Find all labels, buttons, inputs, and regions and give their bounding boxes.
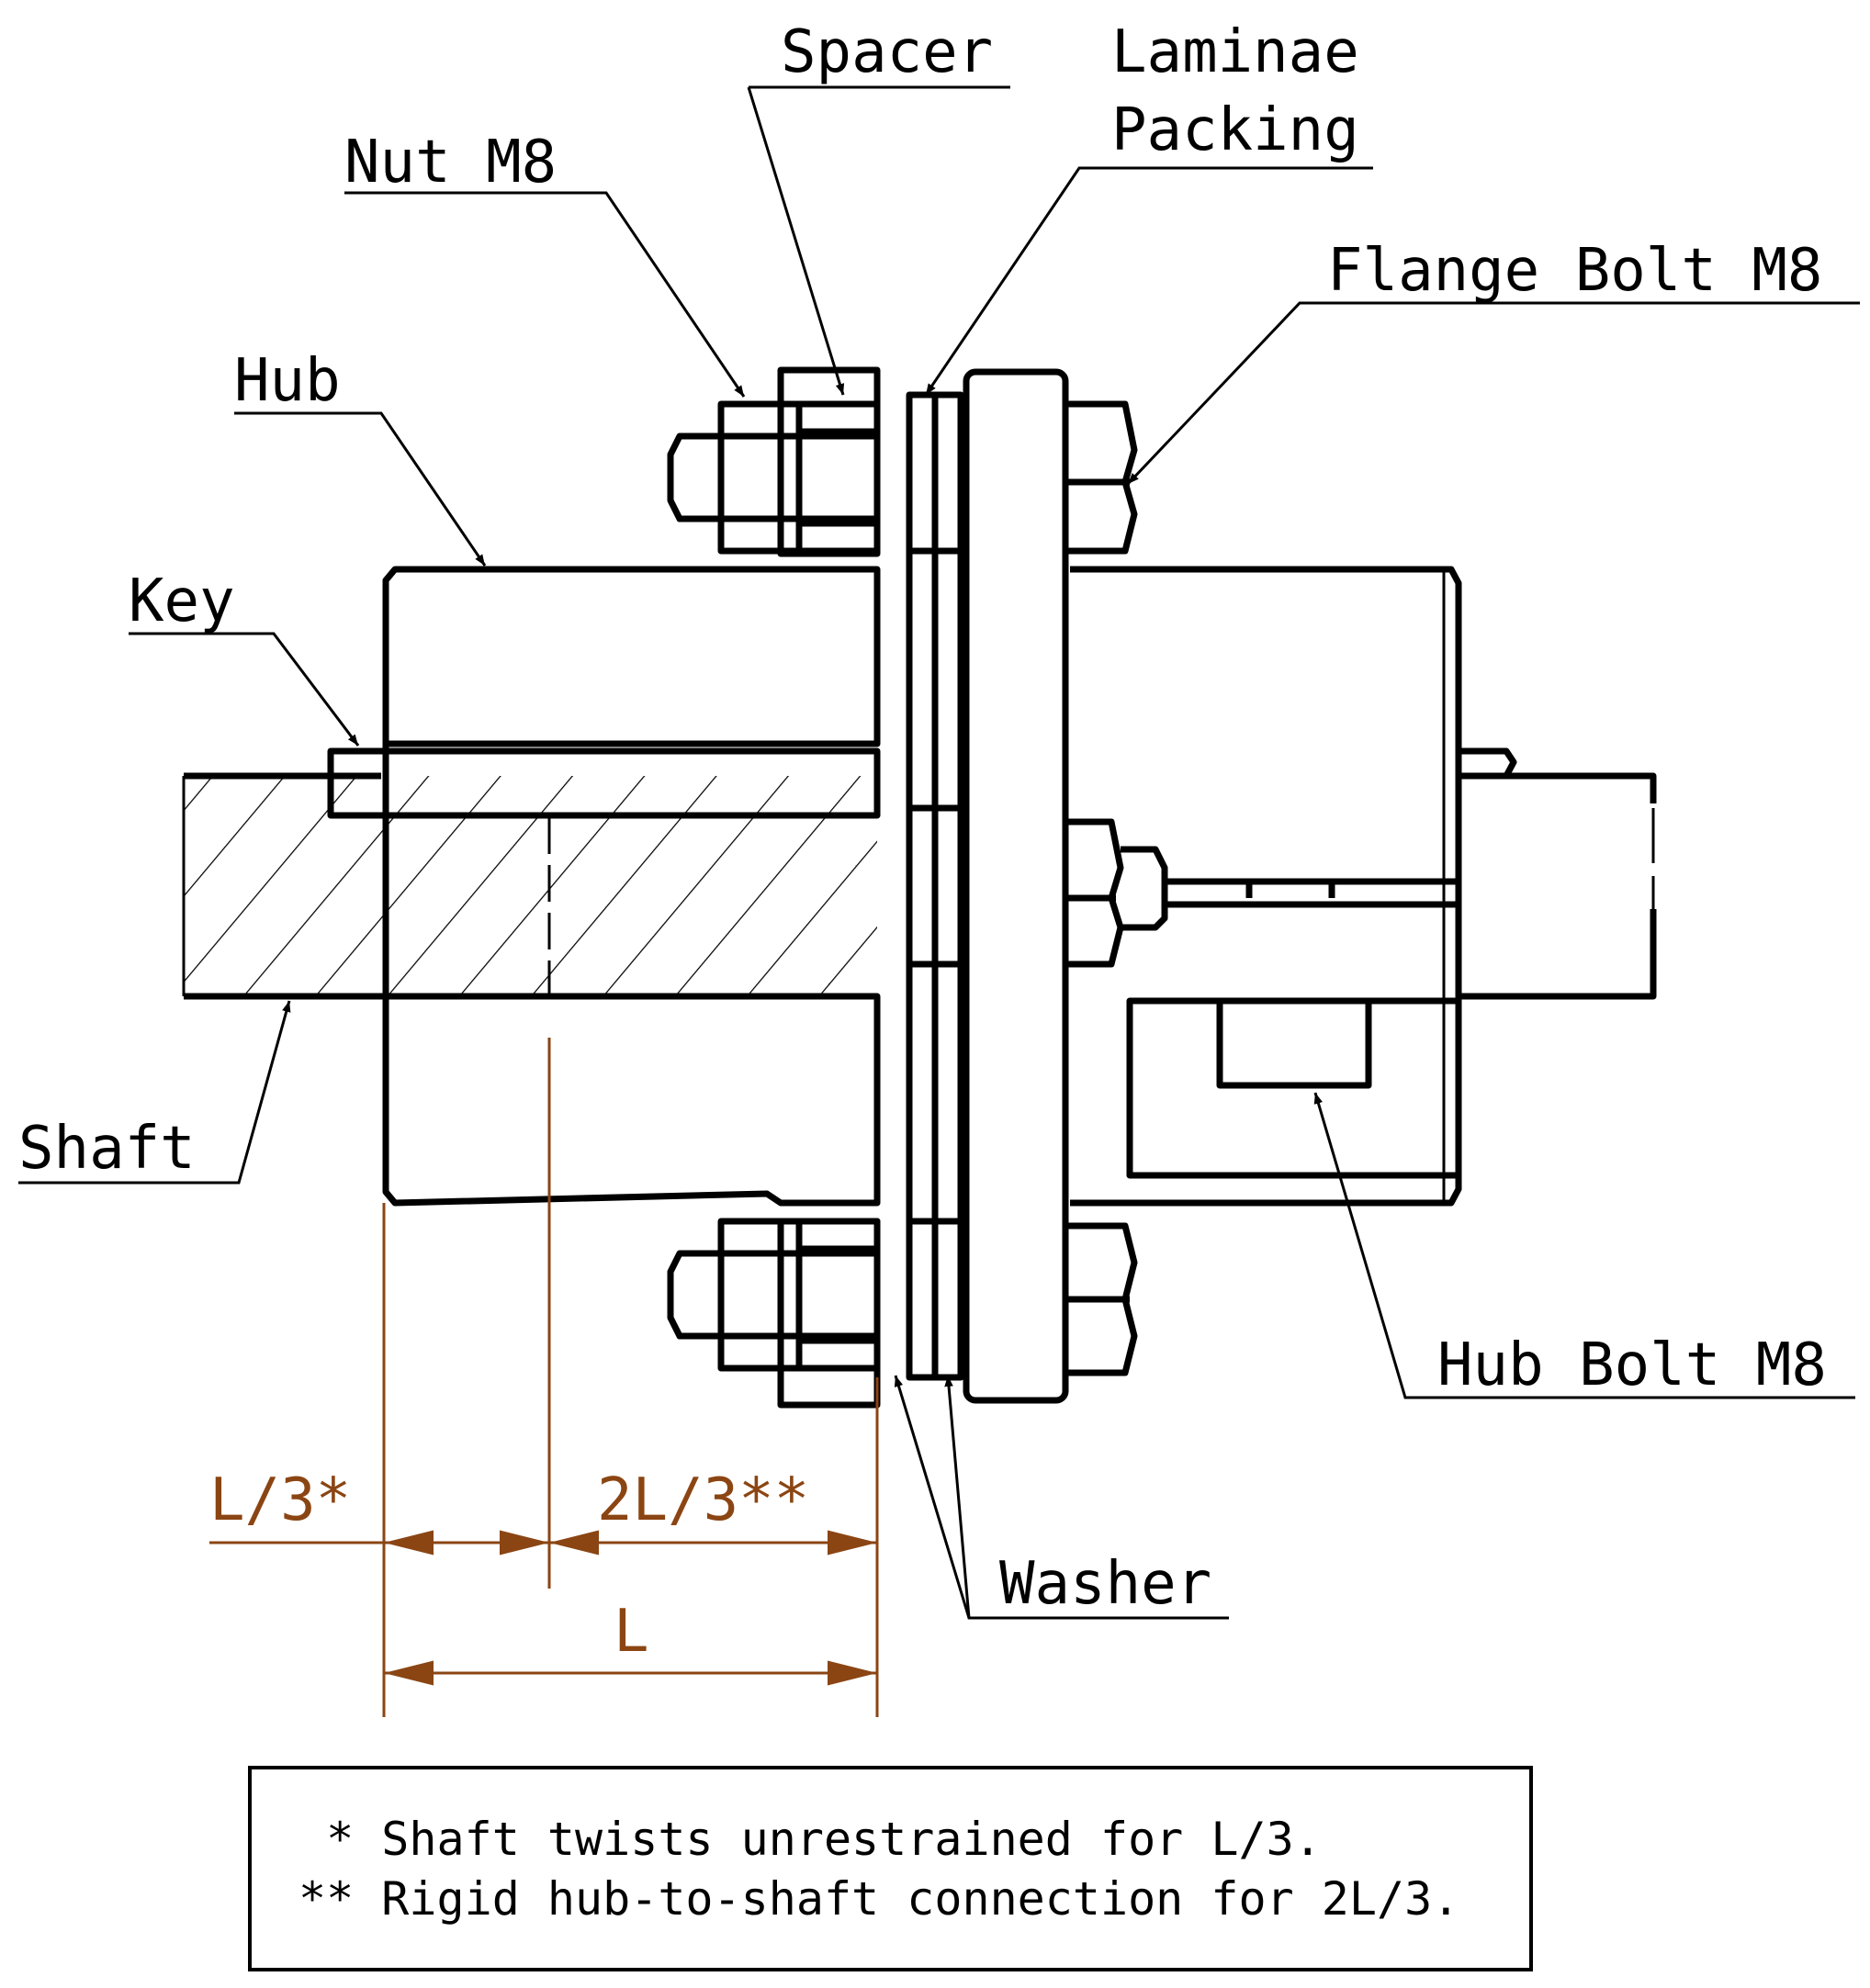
note-line-2: ** Rigid hub-to-shaft connection for 2L/… <box>299 1872 1459 1926</box>
notes-box: * Shaft twists unrestrained for L/3. ** … <box>248 1766 1533 1971</box>
label-washer: Washer <box>999 1550 1211 1618</box>
label-hub-bolt: Hub Bolt M8 <box>1437 1331 1827 1399</box>
label-nut: Nut M8 <box>344 129 557 197</box>
nut-m8-bottom <box>667 1218 881 1409</box>
dimension-l-third: L/3* <box>209 1466 351 1534</box>
label-laminae-line2: Packing <box>1111 96 1359 164</box>
dimension-lines <box>209 1038 879 1717</box>
shaft-left <box>182 772 877 1000</box>
nut-m8-top <box>667 366 881 557</box>
key <box>327 747 881 819</box>
label-laminae-line1: Laminae <box>1111 18 1359 86</box>
label-shaft: Shaft <box>18 1115 196 1183</box>
hub-right <box>1070 566 1657 1207</box>
washer-laminae-stack <box>906 391 964 1381</box>
dimension-length: L <box>614 1598 649 1666</box>
flange-bolt-top <box>1062 400 1138 555</box>
note-line-1: * Shaft twists unrestrained for L/3. <box>299 1813 1322 1866</box>
hub-body <box>382 566 881 1207</box>
label-underlines <box>1079 166 1860 305</box>
label-key: Key <box>129 567 235 635</box>
label-hub: Hub <box>234 347 341 415</box>
label-spacer: Spacer <box>781 18 993 86</box>
flange <box>963 368 1069 1404</box>
label-flange-bolt: Flange Bolt M8 <box>1327 237 1822 305</box>
dimension-two-thirds: 2L/3** <box>597 1466 809 1534</box>
flange-bolt-bottom <box>1062 1222 1138 1376</box>
flange-bolt-middle <box>1062 818 1168 968</box>
